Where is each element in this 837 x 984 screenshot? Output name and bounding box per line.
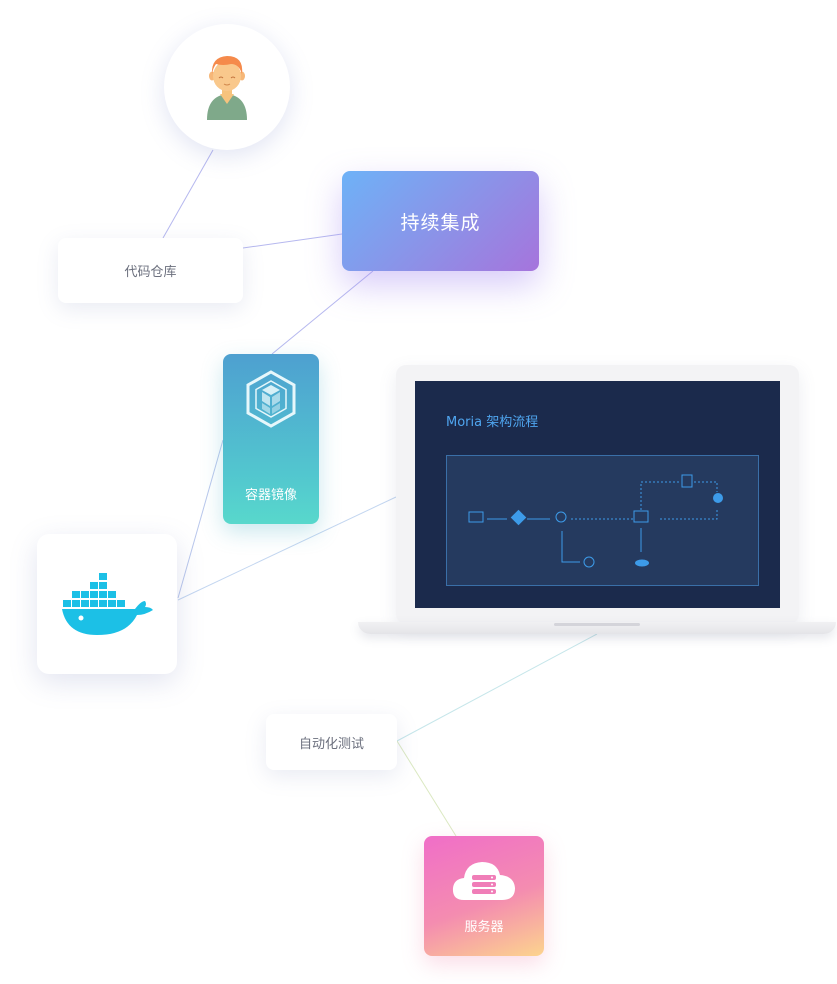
- user-avatar-icon: [207, 56, 247, 120]
- flow-node-git: [510, 509, 527, 526]
- architecture-flow-diagram: [446, 455, 759, 586]
- connector-docker-laptop: [177, 496, 397, 601]
- flow-node-docker: [635, 559, 649, 567]
- user-avatar: [164, 24, 290, 150]
- flow-node-registry: [583, 556, 595, 568]
- flow-node-dev: [468, 511, 484, 523]
- flow-arrow-7: [694, 481, 718, 492]
- flow-node-cloud: [713, 493, 723, 503]
- laptop-screen: Moria 架构流程: [415, 381, 780, 608]
- connector-laptop-autotest: [396, 633, 598, 742]
- flow-node-doc: [681, 474, 693, 488]
- docker-node: [37, 534, 177, 674]
- container-registry-icon: [246, 370, 296, 428]
- connector-repo-ci: [242, 233, 343, 249]
- flow-arrow-8: [660, 510, 718, 520]
- cloud-server-icon: [452, 862, 515, 900]
- container-registry-label: 容器镜像: [244, 488, 297, 503]
- connector-avatar-repo: [162, 149, 214, 239]
- flow-node-ci: [555, 511, 567, 523]
- container-registry-node: 容器镜像: [223, 354, 319, 524]
- continuous-integration-node: 持续集成: [342, 171, 539, 271]
- flow-arrow-6: [640, 481, 680, 510]
- server-node: 服务器: [424, 836, 544, 956]
- flow-arrow-4: [561, 531, 580, 563]
- laptop-notch: [554, 623, 640, 626]
- code-repository-node: 代码仓库: [58, 238, 243, 303]
- connector-ci-registry: [271, 270, 374, 355]
- connector-autotest-server: [396, 740, 457, 837]
- server-label: 服务器: [464, 920, 504, 935]
- docker-whale-icon: [62, 573, 153, 635]
- automated-testing-label: 自动化测试: [298, 736, 364, 752]
- flow-node-monitor: [633, 510, 649, 523]
- connector-registry-docker: [177, 439, 224, 599]
- automated-testing-node: 自动化测试: [266, 714, 397, 770]
- laptop-base: [358, 622, 836, 634]
- screen-title: Moria 架构流程: [446, 415, 539, 430]
- code-repository-label: 代码仓库: [124, 265, 177, 280]
- continuous-integration-label: 持续集成: [400, 211, 481, 234]
